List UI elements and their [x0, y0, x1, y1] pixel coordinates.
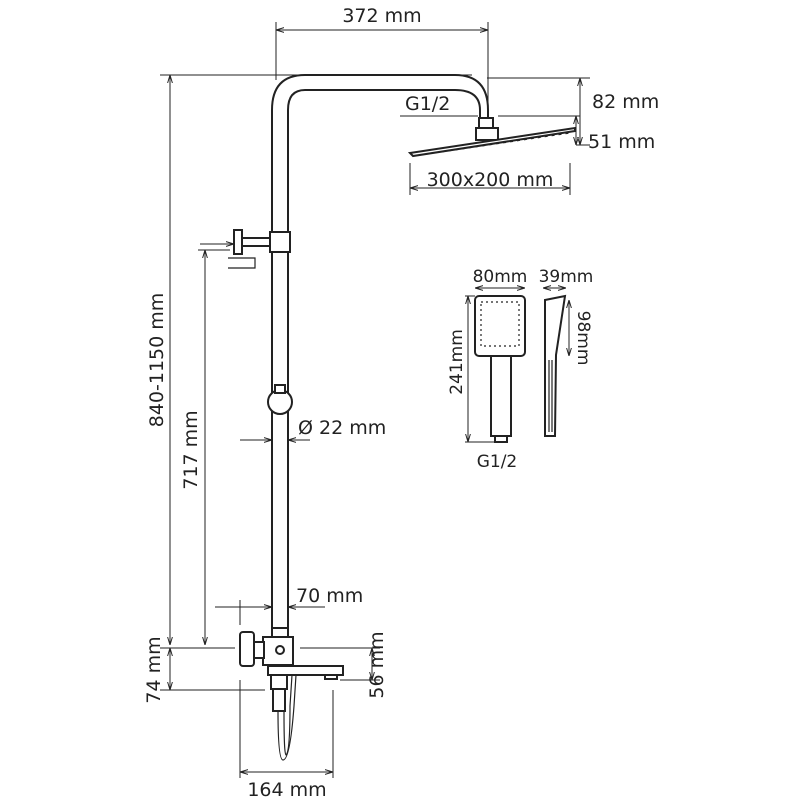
hand-shower-front [474, 295, 526, 443]
dimension-lines [160, 22, 590, 778]
head-thread-label: G1/2 [405, 93, 450, 115]
total-height-label: 840-1150 mm [146, 293, 168, 428]
head-thickness-label: 51 mm [588, 131, 655, 153]
wall-bracket [200, 229, 291, 269]
spout-height-label: 56 mm [366, 631, 388, 698]
hand-length-label: 241mm [447, 329, 467, 395]
wall-offset-label: 70 mm [296, 585, 363, 607]
hand-width-label: 80mm [473, 267, 528, 287]
overhead-shower-head [407, 117, 576, 158]
head-drop-label: 82 mm [592, 91, 659, 113]
mixer-height-label: 74 mm [143, 636, 165, 703]
mixer-valve [239, 627, 344, 761]
head-size-label: 300x200 mm [427, 169, 554, 191]
pipe-diameter-label: Ø 22 mm [298, 417, 386, 439]
hand-thread-label: G1/2 [477, 452, 518, 472]
hand-head-length-label: 98mm [573, 311, 593, 366]
mixer-width-label: 164 mm [247, 779, 326, 800]
hand-shower-slider [267, 384, 293, 415]
hand-shower-side [544, 294, 567, 437]
arm-reach-label: 372 mm [342, 5, 421, 27]
hand-depth-label: 39mm [539, 267, 594, 287]
rail-height-label: 717 mm [180, 410, 202, 489]
